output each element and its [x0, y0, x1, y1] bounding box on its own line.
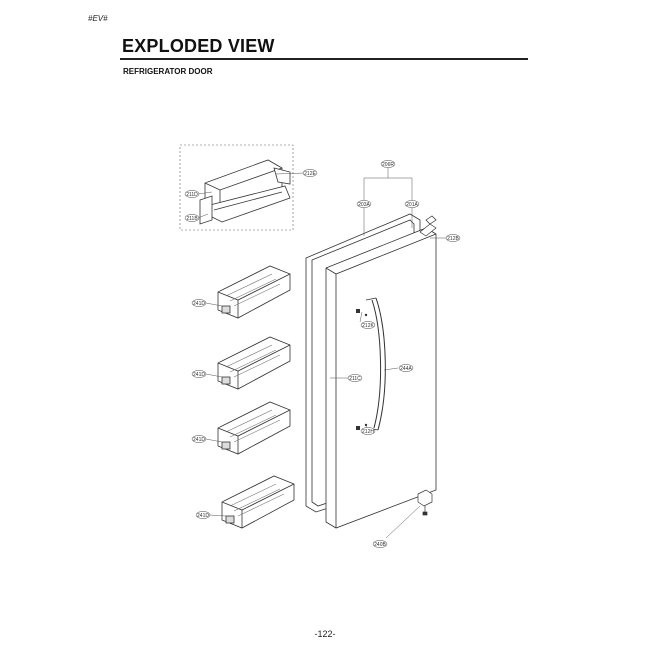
callouts: 212E 211D 211B 206R 203A 201A 212B 241D … — [184, 160, 461, 548]
svg-text:212H: 212H — [362, 429, 374, 435]
svg-text:241D: 241D — [193, 437, 205, 443]
leader-lines — [197, 168, 446, 539]
svg-text:211B: 211B — [186, 216, 198, 222]
svg-text:211D: 211D — [186, 192, 198, 198]
door-bin-2 — [217, 336, 291, 390]
svg-text:212K: 212K — [362, 323, 374, 329]
callout-211d: 211D — [184, 190, 200, 198]
door-bin-3 — [217, 401, 291, 455]
door-bin-1 — [217, 265, 291, 319]
dairy-bin — [199, 159, 291, 225]
callout-241d-1: 241D — [191, 299, 207, 307]
svg-text:212E: 212E — [304, 171, 316, 177]
callout-206r: 206R — [380, 160, 396, 168]
svg-text:201A: 201A — [406, 202, 418, 208]
title-rule — [120, 58, 528, 60]
callout-241d-4: 241D — [195, 511, 211, 519]
page-subtitle: REFRIGERATOR DOOR — [123, 67, 213, 76]
callout-212e: 212E — [302, 169, 318, 177]
fasteners — [356, 309, 368, 430]
top-hinge — [419, 215, 437, 237]
svg-text:241D: 241D — [197, 513, 209, 519]
page-title: EXPLODED VIEW — [122, 36, 275, 56]
document-code: #EV# — [88, 14, 108, 23]
svg-text:206R: 206R — [382, 162, 394, 168]
callout-212k: 212K — [360, 321, 376, 329]
door-bin-4 — [221, 475, 295, 529]
callout-211c: 211C — [347, 374, 363, 382]
door-panel — [325, 227, 437, 529]
dairy-group-box — [179, 144, 294, 231]
callout-211b: 211B — [184, 214, 200, 222]
callout-240b: 240B — [372, 540, 388, 548]
svg-text:203A: 203A — [358, 202, 370, 208]
svg-text:240B: 240B — [374, 542, 386, 548]
page-number: -122- — [314, 629, 336, 639]
svg-text:241D: 241D — [193, 301, 205, 307]
svg-text:244A: 244A — [400, 366, 412, 372]
callout-241d-3: 241D — [191, 435, 207, 443]
callout-212h: 212H — [360, 427, 376, 435]
svg-text:211C: 211C — [349, 376, 361, 382]
callout-241d-2: 241D — [191, 370, 207, 378]
callout-201a: 201A — [404, 200, 420, 208]
svg-text:241D: 241D — [193, 372, 205, 378]
bottom-hinge — [417, 489, 433, 516]
callout-212b: 212B — [445, 234, 461, 242]
callout-203a: 203A — [356, 200, 372, 208]
callout-244a: 244A — [398, 364, 414, 372]
svg-text:212B: 212B — [447, 236, 459, 242]
